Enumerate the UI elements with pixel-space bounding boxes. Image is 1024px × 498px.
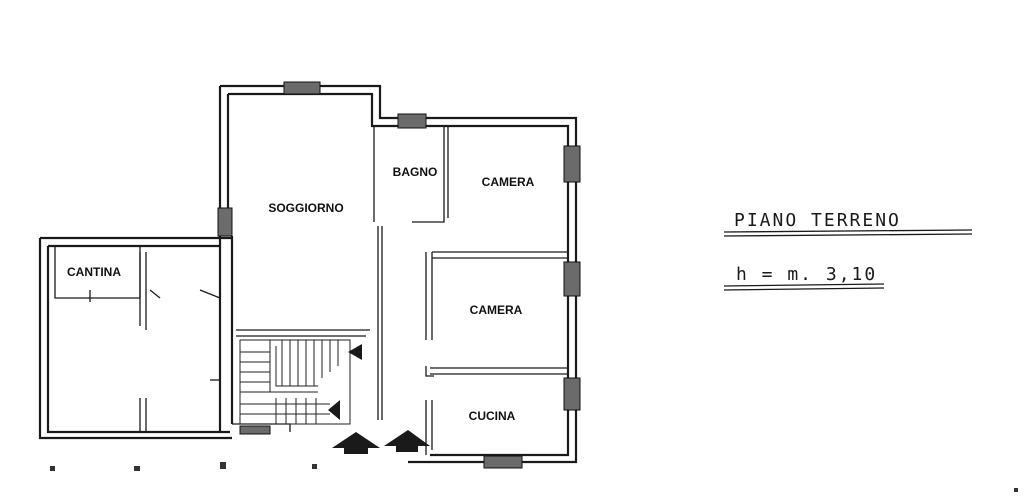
window-soggiorno-top: [283, 81, 321, 95]
title-block: PIANO TERRENO h = m. 3,10: [723, 210, 973, 291]
room-label-soggiorno: SOGGIORNO: [268, 201, 343, 215]
window-soggiorno-left: [217, 207, 233, 237]
room-labels: SOGGIORNO BAGNO CAMERA CAMERA CUCINA CAN…: [67, 165, 535, 423]
room-label-cucina: CUCINA: [469, 409, 516, 423]
height-note: h = m. 3,10: [736, 264, 877, 285]
windows: [217, 81, 581, 469]
stair-treads-left: [240, 351, 270, 393]
window-bagno-top: [397, 113, 427, 129]
room-label-camera-1: CAMERA: [482, 175, 535, 189]
entrance-arrow-right: [384, 430, 430, 452]
window-camera2-right: [563, 261, 581, 297]
window-bottom-entry: [239, 425, 271, 435]
floor-name: PIANO TERRENO: [734, 210, 901, 231]
stair-arrow-down: [328, 400, 340, 420]
scan-marks: [50, 462, 1018, 492]
window-cucina-right: [563, 377, 581, 411]
window-cucina-bottom: [483, 455, 523, 469]
room-label-bagno: BAGNO: [393, 165, 438, 179]
room-label-cantina: CANTINA: [67, 265, 121, 279]
stair-treads-lower: [240, 398, 330, 424]
staircase: [239, 339, 362, 425]
room-label-camera-2: CAMERA: [470, 303, 523, 317]
entrance-arrows: [332, 430, 430, 454]
interior-walls: [54, 126, 568, 455]
stair-arrow-up: [348, 344, 362, 360]
entrance-arrow-left: [332, 432, 380, 454]
exterior-walls: [38, 84, 578, 464]
stair-treads-upper: [281, 340, 339, 386]
window-camera1-right: [563, 145, 581, 183]
